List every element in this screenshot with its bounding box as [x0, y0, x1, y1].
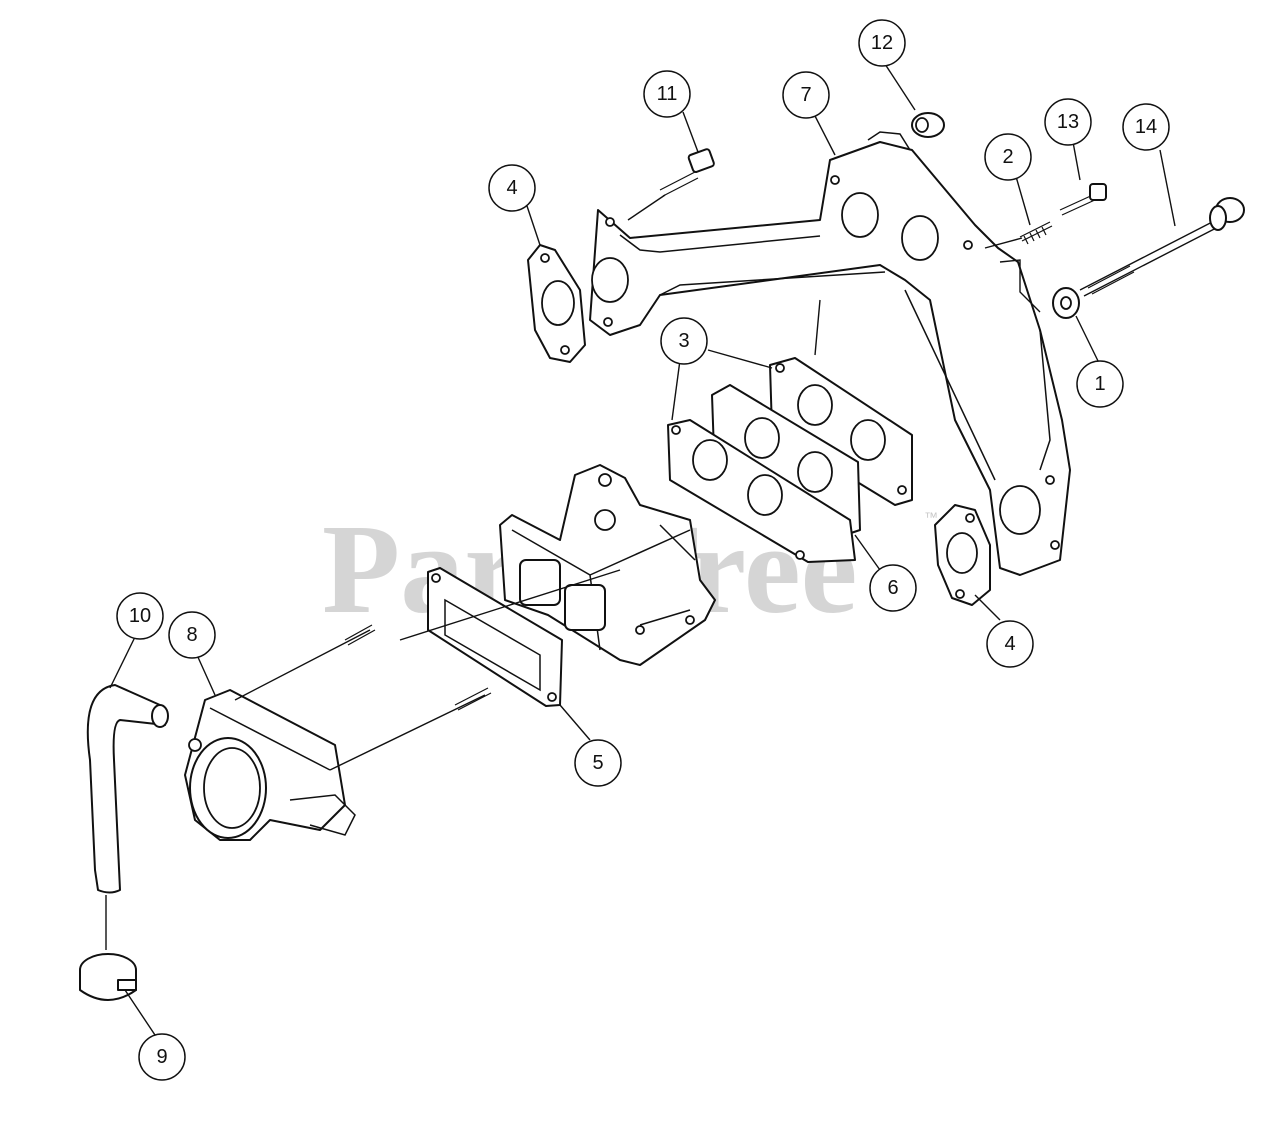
- callout-10[interactable]: 10: [116, 592, 164, 640]
- callout-8[interactable]: 8: [168, 611, 216, 659]
- svg-text:1: 1: [1094, 373, 1105, 395]
- callout-5[interactable]: 5: [574, 739, 622, 787]
- screw-13-part: [1059, 183, 1107, 216]
- air-horn-part: [184, 689, 356, 841]
- callout-13[interactable]: 13: [1044, 98, 1092, 146]
- bolt-11-part: [627, 148, 715, 221]
- watermark-trademark: ™: [924, 509, 938, 525]
- svg-text:9: 9: [156, 1046, 167, 1068]
- svg-text:4: 4: [506, 177, 517, 199]
- svg-text:14: 14: [1135, 116, 1157, 138]
- svg-text:6: 6: [887, 577, 898, 599]
- gasket-4-right-part: [934, 504, 991, 606]
- callout-9[interactable]: 9: [138, 1033, 186, 1081]
- leader-lines: [109, 63, 1176, 1036]
- svg-text:11: 11: [657, 83, 678, 105]
- svg-text:5: 5: [592, 752, 603, 774]
- gasket-4-top-part: [527, 244, 586, 363]
- callout-1[interactable]: 1: [1076, 360, 1124, 408]
- callout-4-right[interactable]: 4: [986, 620, 1034, 668]
- bolt-14-part: [1079, 197, 1245, 297]
- hose-clamp-part: [79, 895, 137, 1001]
- svg-text:8: 8: [186, 624, 197, 646]
- svg-text:3: 3: [678, 330, 689, 352]
- washer-1-part: [999, 259, 1080, 319]
- svg-text:4: 4: [1004, 633, 1015, 655]
- svg-text:12: 12: [871, 32, 893, 54]
- callout-4-top[interactable]: 4: [488, 164, 536, 212]
- callout-14[interactable]: 14: [1122, 103, 1170, 151]
- intake-manifold-part: [589, 131, 1071, 576]
- gasket-3-part: [769, 357, 913, 506]
- callout-6[interactable]: 6: [869, 564, 917, 612]
- hose-part: [86, 684, 169, 894]
- callout-3[interactable]: 3: [660, 317, 708, 365]
- callout-12[interactable]: 12: [858, 19, 906, 67]
- long-stud-bolts: [234, 569, 621, 771]
- gasket-3-lower-part: [667, 419, 856, 563]
- callout-2[interactable]: 2: [984, 133, 1032, 181]
- carburetor-body-part: [499, 464, 716, 666]
- svg-text:10: 10: [129, 605, 151, 627]
- grommet-12-part: [911, 112, 945, 138]
- svg-text:7: 7: [800, 84, 811, 106]
- spring-2-part: [984, 221, 1053, 249]
- callout-7[interactable]: 7: [782, 71, 830, 119]
- callout-11[interactable]: 11: [643, 70, 691, 118]
- svg-text:2: 2: [1002, 146, 1013, 168]
- svg-text:13: 13: [1057, 111, 1079, 133]
